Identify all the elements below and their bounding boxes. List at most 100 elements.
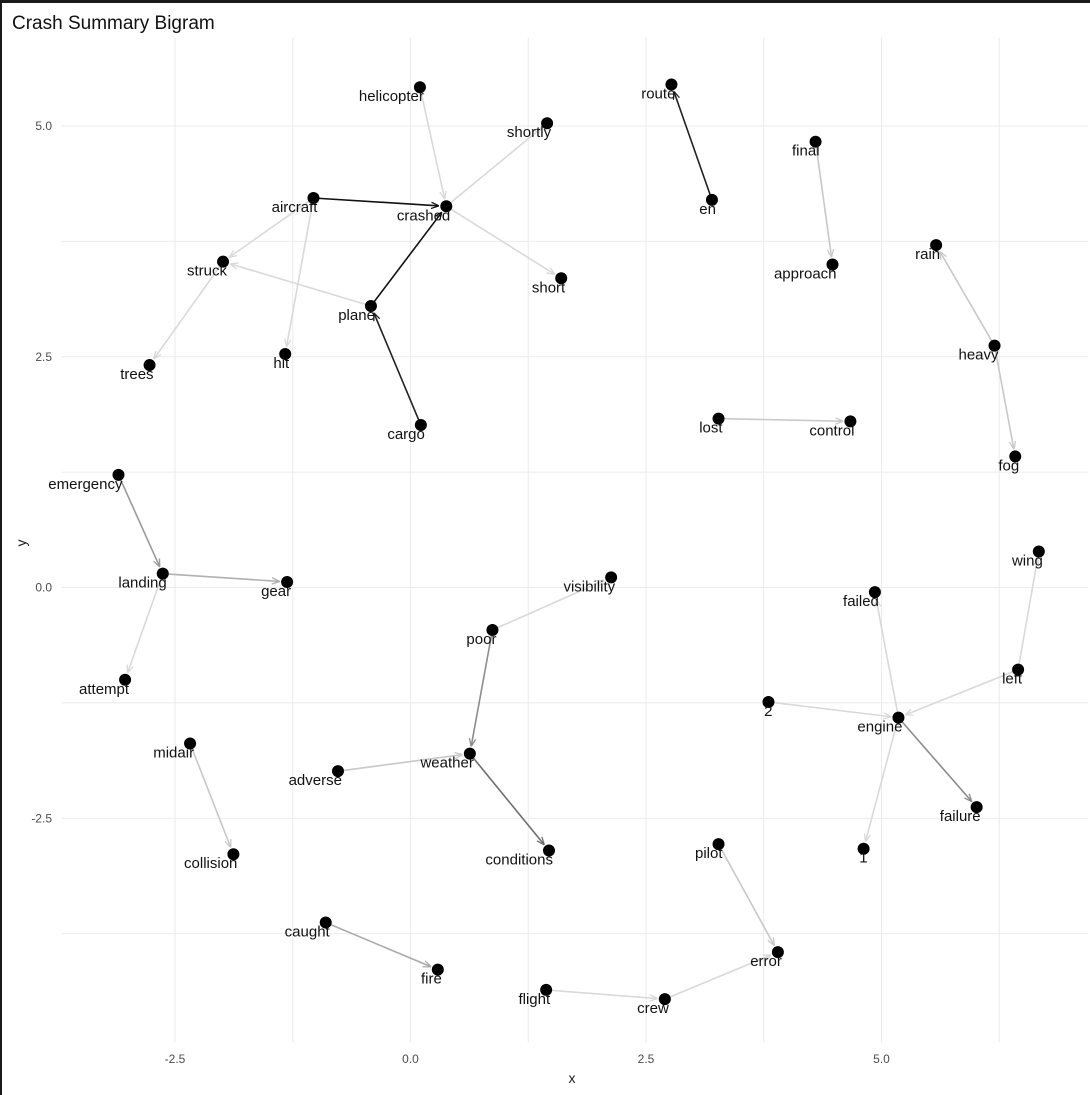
x-tick-label-1: 0.0: [402, 1052, 419, 1066]
node-label-41: failure: [940, 808, 981, 825]
node-label-25: weather: [419, 755, 473, 772]
edge-landing-gear: [162, 572, 279, 582]
node-point-8: [143, 359, 156, 372]
node-label-34: error: [750, 953, 782, 970]
edge-aircraft-crashed: [313, 197, 438, 206]
node-point-42: [857, 842, 870, 855]
node-label-20: landing: [118, 575, 166, 592]
node-label-15: heavy: [959, 347, 1000, 364]
node-label-28: midair: [153, 744, 194, 761]
node-label-39: 2: [764, 703, 772, 720]
node-point-32: [540, 983, 553, 996]
node-point-21: [281, 575, 294, 588]
edge-left-wing: [1017, 559, 1037, 670]
node-point-3: [440, 200, 453, 213]
y-tick-label-1: 0.0: [35, 581, 52, 595]
node-label-16: fog: [998, 457, 1019, 474]
node-point-25: [463, 747, 476, 760]
node-label-26: adverse: [289, 772, 342, 789]
node-label-13: approach: [774, 265, 837, 282]
node-point-40: [892, 711, 905, 724]
edge-helicopter-crashed: [419, 87, 445, 198]
node-label-24: poor: [466, 631, 496, 648]
node-label-21: gear: [261, 583, 291, 600]
node-label-29: collision: [184, 855, 237, 872]
x-tick-label-2: 2.5: [638, 1052, 655, 1066]
node-point-36: [1032, 545, 1045, 558]
node-point-6: [364, 299, 377, 312]
node-point-34: [771, 946, 784, 959]
node-label-7: hit: [273, 355, 290, 372]
node-point-0: [413, 81, 426, 94]
grid: [62, 38, 1088, 1042]
node-label-38: left: [1002, 671, 1023, 688]
node-label-2: aircraft: [272, 199, 319, 216]
chart-title: Crash Summary Bigram: [12, 13, 215, 34]
node-label-11: en: [699, 201, 716, 218]
node-label-40: engine: [857, 719, 902, 736]
x-axis-title: x: [569, 1070, 576, 1086]
node-point-31: [431, 963, 444, 976]
node-point-38: [1012, 663, 1025, 676]
node-point-22: [119, 673, 132, 686]
node-label-19: emergency: [48, 476, 123, 493]
edge-engine-failure: [897, 717, 971, 802]
node-point-30: [319, 916, 332, 929]
y-axis-title: y: [13, 540, 29, 547]
node-point-37: [868, 586, 881, 599]
node-label-5: short: [532, 279, 566, 296]
node-point-9: [414, 419, 427, 432]
edge-crew-error: [664, 955, 771, 1000]
edge-poor-visibility: [492, 581, 603, 631]
node-label-0: helicopter: [359, 88, 424, 105]
node-point-26: [331, 765, 344, 778]
nodes: [112, 78, 1045, 1006]
node-point-16: [1009, 450, 1022, 463]
edge-crashed-shortly: [445, 128, 541, 207]
node-label-22: attempt: [79, 681, 130, 698]
node-label-37: failed: [843, 593, 879, 610]
node-point-18: [844, 415, 857, 428]
node-label-36: wing: [1011, 553, 1043, 570]
node-point-41: [970, 801, 983, 814]
node-point-28: [184, 737, 197, 750]
edge-lost-control: [718, 419, 843, 422]
edge-struck-trees: [154, 261, 224, 359]
node-point-10: [665, 78, 678, 91]
edge-engine-1: [866, 717, 900, 841]
node-point-13: [826, 258, 839, 271]
node-point-27: [542, 844, 555, 857]
node-point-11: [705, 193, 718, 206]
node-point-35: [712, 838, 725, 851]
node-label-10: route: [641, 85, 675, 102]
edges: [117, 87, 1037, 1000]
edge-weather-conditions: [469, 753, 544, 845]
node-point-1: [541, 117, 554, 130]
node-label-18: control: [809, 422, 854, 439]
edge-en-route: [674, 92, 713, 201]
node-label-3: crashed: [397, 207, 450, 224]
node-point-5: [555, 272, 568, 285]
edge-plane-struck: [231, 264, 372, 307]
y-tick-label-2: 2.5: [35, 350, 52, 364]
edge-poor-weather: [471, 629, 494, 746]
node-point-17: [712, 412, 725, 425]
node-label-35: pilot: [695, 845, 723, 862]
node-label-32: flight: [518, 991, 551, 1008]
node-label-12: final: [792, 143, 820, 160]
node-point-23: [605, 571, 618, 584]
node-label-30: caught: [285, 924, 331, 941]
node-point-12: [809, 135, 822, 148]
node-point-29: [227, 848, 240, 861]
x-tick-label-3: 5.0: [873, 1052, 890, 1066]
edge-emergency-landing: [117, 474, 159, 566]
node-label-6: plane: [338, 307, 375, 324]
node-label-42: 1: [859, 850, 867, 867]
node-label-14: rain: [915, 246, 940, 263]
node-label-9: cargo: [387, 426, 425, 443]
node-point-20: [156, 567, 169, 580]
node-point-2: [307, 191, 320, 204]
edge-engine-failed: [876, 600, 900, 718]
edge-crashed-short: [445, 205, 554, 274]
